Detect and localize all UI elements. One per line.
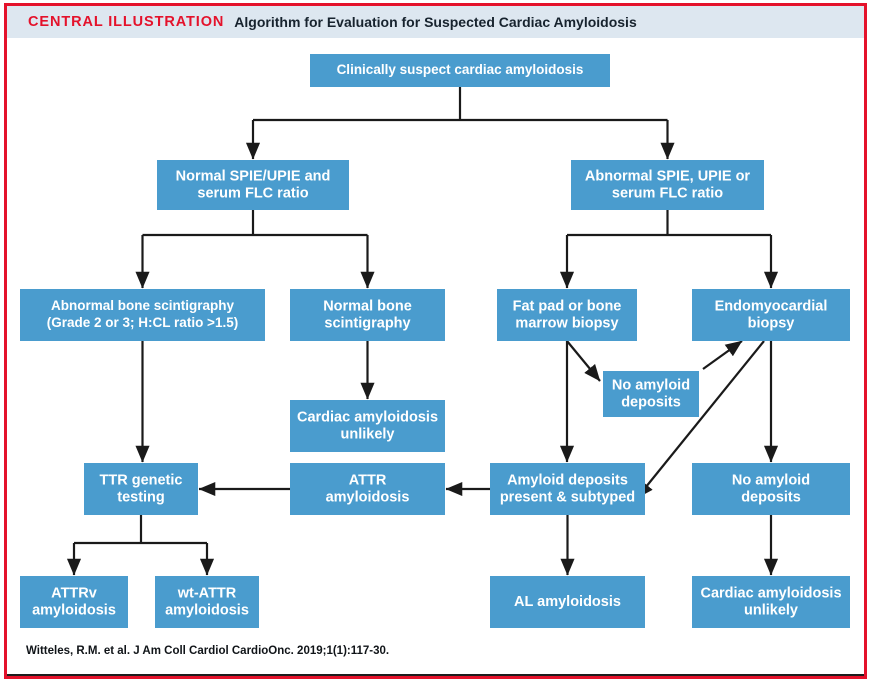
flow-node-norm_bone[interactable]: Normal bonescintigraphy	[290, 289, 445, 341]
flow-node-abn_bone[interactable]: Abnormal bone scintigraphy (Grade 2 or 3;…	[20, 289, 265, 341]
node-label: unlikely	[744, 602, 798, 618]
node-label: deposits	[741, 489, 801, 505]
node-label: Normal bone	[323, 298, 412, 314]
node-label: amyloidosis	[165, 602, 249, 618]
node-label: unlikely	[341, 426, 395, 442]
flow-node-suspect[interactable]: Clinically suspect cardiac amyloidosis	[310, 54, 610, 87]
node-label: ATTR	[349, 472, 387, 488]
node-label: deposits	[621, 394, 681, 410]
node-label: AL amyloidosis	[514, 594, 621, 610]
node-label: scintigraphy	[324, 315, 410, 331]
edge-fat_pad-to-no_dep_mid	[567, 341, 600, 381]
flow-node-amyl_present[interactable]: Amyloid depositspresent & subtyped	[490, 463, 645, 515]
node-label: No amyloid	[732, 472, 810, 488]
flow-node-normal_spie[interactable]: Normal SPIE/UPIE andserum FLC ratio	[157, 160, 349, 210]
flow-node-fat_pad[interactable]: Fat pad or bonemarrow biopsy	[497, 289, 637, 341]
flow-node-wt_attr[interactable]: wt-ATTRamyloidosis	[155, 576, 259, 628]
flow-node-attrv[interactable]: ATTRvamyloidosis	[20, 576, 128, 628]
node-label: Amyloid deposits	[507, 472, 628, 488]
node-label: ATTRv	[51, 585, 97, 601]
node-label: present & subtyped	[500, 489, 635, 505]
node-label: TTR genetic	[100, 472, 183, 488]
node-label: Cardiac amyloidosis	[297, 409, 438, 425]
node-label: Cardiac amyloidosis	[700, 585, 841, 601]
node-label: marrow biopsy	[515, 315, 618, 331]
flow-node-ca_unlikely_1[interactable]: Cardiac amyloidosisunlikely	[290, 400, 445, 452]
node-label: No amyloid	[612, 377, 690, 393]
edge-no_dep_mid-to-endo_biopsy	[703, 341, 742, 369]
node-label: Clinically suspect cardiac amyloidosis	[337, 62, 584, 77]
citation-text: Witteles, R.M. et al. J Am Coll Cardiol …	[26, 645, 389, 657]
node-label: Abnormal SPIE, UPIE or	[585, 168, 751, 184]
node-label: serum FLC ratio	[612, 185, 723, 201]
flow-node-ttr_genetic[interactable]: TTR genetictesting	[84, 463, 198, 515]
node-label: Normal SPIE/UPIE and	[176, 168, 331, 184]
flow-node-attr_amyl[interactable]: ATTRamyloidosis	[290, 463, 445, 515]
node-label: amyloidosis	[326, 489, 410, 505]
flow-node-no_dep_right[interactable]: No amyloiddeposits	[692, 463, 850, 515]
bottom-rule	[7, 674, 864, 676]
flow-node-endo_biopsy[interactable]: Endomyocardialbiopsy	[692, 289, 850, 341]
node-label: serum FLC ratio	[197, 185, 308, 201]
flow-node-no_dep_mid[interactable]: No amyloiddeposits	[603, 371, 699, 417]
flow-node-al_amyl[interactable]: AL amyloidosis	[490, 576, 645, 628]
node-label: Abnormal bone scintigraphy	[51, 298, 235, 313]
node-label: wt-ATTR	[177, 585, 237, 601]
node-label: Fat pad or bone	[513, 298, 622, 314]
node-label: Endomyocardial	[715, 298, 828, 314]
flow-node-ca_unlikely_2[interactable]: Cardiac amyloidosisunlikely	[692, 576, 850, 628]
node-label: amyloidosis	[32, 602, 116, 618]
node-label: testing	[117, 489, 165, 505]
node-label: biopsy	[748, 315, 795, 331]
node-label: (Grade 2 or 3; H:CL ratio >1.5)	[47, 315, 238, 330]
flow-node-abnormal_spie[interactable]: Abnormal SPIE, UPIE orserum FLC ratio	[571, 160, 764, 210]
